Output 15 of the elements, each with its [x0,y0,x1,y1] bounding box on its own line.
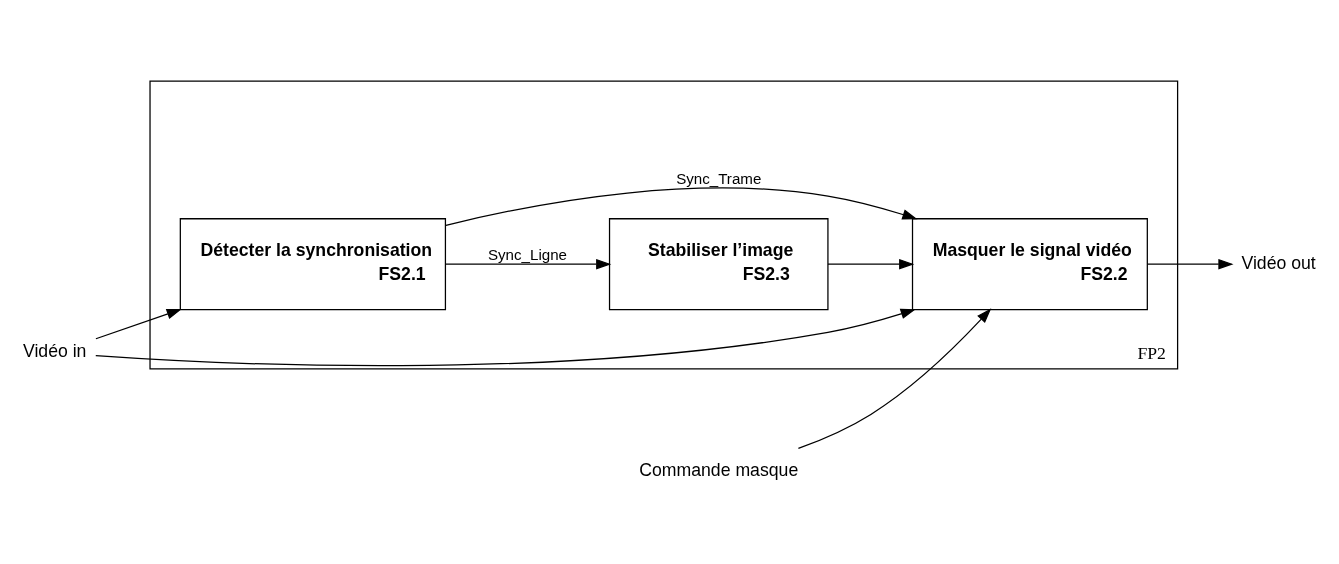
node-box: Détecter la synchronisation FS2.1 [179,217,447,310]
arrow [1146,258,1234,269]
arrow [445,186,918,226]
arrow [95,308,916,366]
edge-label: Sync_Ligne [487,245,567,263]
arrow [95,308,182,339]
node-box: Stabiliser l’image FS2.3 [608,217,829,310]
node-box: Masquer le signal vidéo FS2.2 [911,217,1148,310]
arrow [827,258,915,269]
node-text: Commande masque [639,459,799,480]
arrow [797,307,992,449]
node-text: Vidéo in [22,340,87,361]
arrow [445,258,612,269]
node-text: Vidéo out [1241,252,1316,273]
edge-label: Sync_Trame [676,169,762,187]
